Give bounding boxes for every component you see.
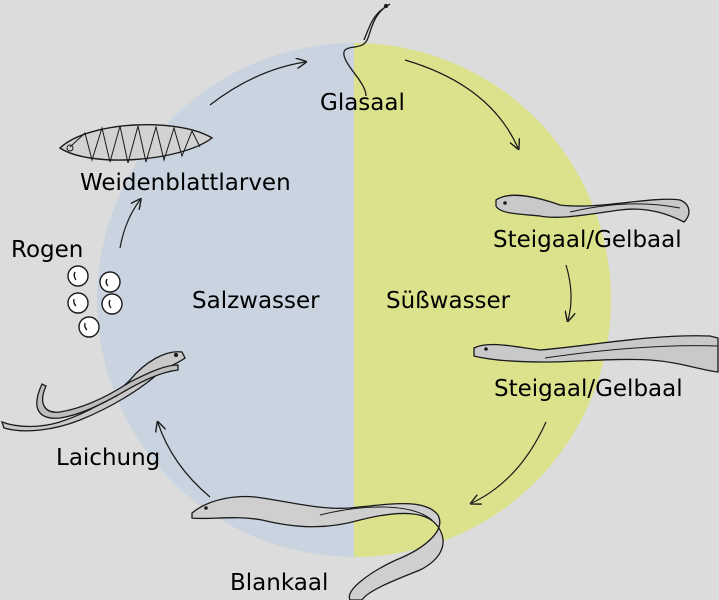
silver-eel-icon bbox=[191, 495, 444, 600]
fresh-water-region bbox=[354, 43, 611, 557]
region-label-suesswasser: Süßwasser bbox=[386, 288, 511, 314]
yellow-eel-icon bbox=[495, 194, 690, 223]
stage-label-blankaal: Blankaal bbox=[230, 570, 329, 596]
cycle-arrows bbox=[119, 59, 571, 503]
cycle-arrow-icon bbox=[404, 59, 518, 148]
cycle-arrow-icon bbox=[119, 200, 140, 249]
stage-label-steigaal-2: Steigaal/Gelbaal bbox=[494, 376, 683, 402]
leaf-larva-icon bbox=[58, 124, 214, 164]
region-label-salzwasser: Salzwasser bbox=[192, 288, 320, 314]
cycle-arrow-icon bbox=[158, 423, 211, 498]
stage-label-glasaal: Glasaal bbox=[320, 90, 405, 116]
cycle-arrow-icon bbox=[472, 421, 547, 503]
yellow-eel-icon bbox=[473, 335, 719, 373]
stage-label-rogen: Rogen bbox=[11, 237, 84, 263]
spawning-eels-icon bbox=[0, 351, 186, 432]
stage-label-steigaal-1: Steigaal/Gelbaal bbox=[493, 227, 682, 253]
stage-label-laichung: Laichung bbox=[56, 445, 161, 471]
cycle-arrow-icon bbox=[566, 264, 571, 320]
stage-label-weidenblattlarven: Weidenblattlarven bbox=[80, 170, 291, 196]
cycle-arrow-icon bbox=[209, 62, 305, 106]
eggs-icon bbox=[67, 265, 123, 338]
glass-eel-icon bbox=[343, 3, 391, 97]
